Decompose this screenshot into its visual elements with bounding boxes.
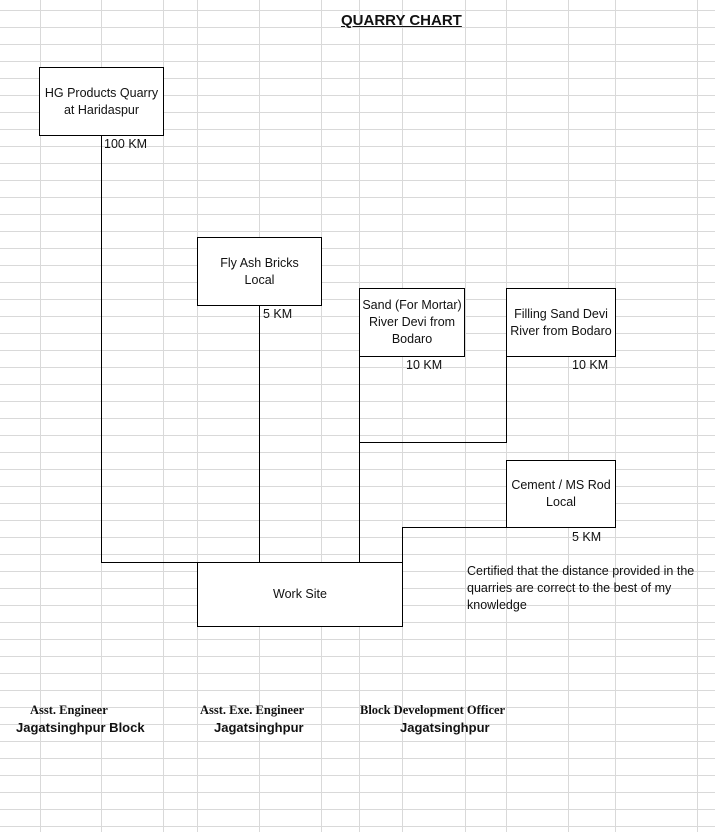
signatory-place: Jagatsinghpur Block bbox=[16, 720, 145, 735]
source-box-filling-sand: Filling Sand Devi River from Bodaro bbox=[506, 288, 616, 357]
connector-hg-to-worksite bbox=[101, 562, 198, 563]
work-site-box: Work Site bbox=[197, 562, 403, 627]
source-label: Sand (For Mortar) River Devi from Bodaro bbox=[362, 298, 462, 346]
grid-column-line bbox=[402, 0, 403, 832]
connector-filling-sand bbox=[506, 356, 507, 443]
source-label: Fly Ash Bricks Local bbox=[220, 255, 299, 287]
grid-column-line bbox=[321, 0, 322, 832]
grid-column-line bbox=[197, 0, 198, 832]
grid-column-line bbox=[568, 0, 569, 832]
grid-column-line bbox=[163, 0, 164, 832]
grid-column-line bbox=[465, 0, 466, 832]
source-label: Filling Sand Devi River from Bodaro bbox=[510, 306, 612, 338]
connector-sand-join bbox=[359, 442, 507, 443]
work-site-label: Work Site bbox=[273, 587, 327, 601]
signatory-place: Jagatsinghpur bbox=[400, 720, 490, 735]
connector-hg-products bbox=[101, 135, 102, 563]
distance-label: 5 KM bbox=[263, 307, 293, 321]
connector-cement-vertical bbox=[402, 527, 403, 563]
connector-fly-ash bbox=[259, 305, 260, 563]
grid-column-line bbox=[697, 0, 698, 832]
connector-sand-mortar bbox=[359, 288, 360, 563]
distance-label: 5 KM bbox=[572, 530, 602, 544]
source-box-cement-rod: Cement / MS Rod Local bbox=[506, 460, 616, 528]
signatory-role: Block Development Officer bbox=[360, 703, 506, 717]
distance-label: 10 KM bbox=[406, 358, 443, 372]
certification-note: Certified that the distance provided in … bbox=[467, 564, 695, 612]
source-box-sand-mortar: Sand (For Mortar) River Devi from Bodaro bbox=[359, 288, 465, 357]
connector-cement-horizontal bbox=[402, 527, 507, 528]
distance-label: 100 KM bbox=[104, 137, 148, 151]
grid-column-line bbox=[40, 0, 41, 832]
signatory-role: Asst. Engineer bbox=[30, 703, 108, 717]
source-box-hg-products: HG Products Quarry at Haridaspur bbox=[39, 67, 164, 136]
signatory-role: Asst. Exe. Engineer bbox=[200, 703, 305, 717]
chart-title: QUARRY CHART bbox=[341, 12, 462, 29]
source-label: Cement / MS Rod Local bbox=[511, 478, 611, 509]
source-label: HG Products Quarry at Haridaspur bbox=[44, 85, 159, 117]
distance-label: 10 KM bbox=[572, 358, 609, 372]
source-box-fly-ash: Fly Ash Bricks Local bbox=[197, 237, 322, 306]
signatory-place: Jagatsinghpur bbox=[214, 720, 304, 735]
grid-column-line bbox=[615, 0, 616, 832]
